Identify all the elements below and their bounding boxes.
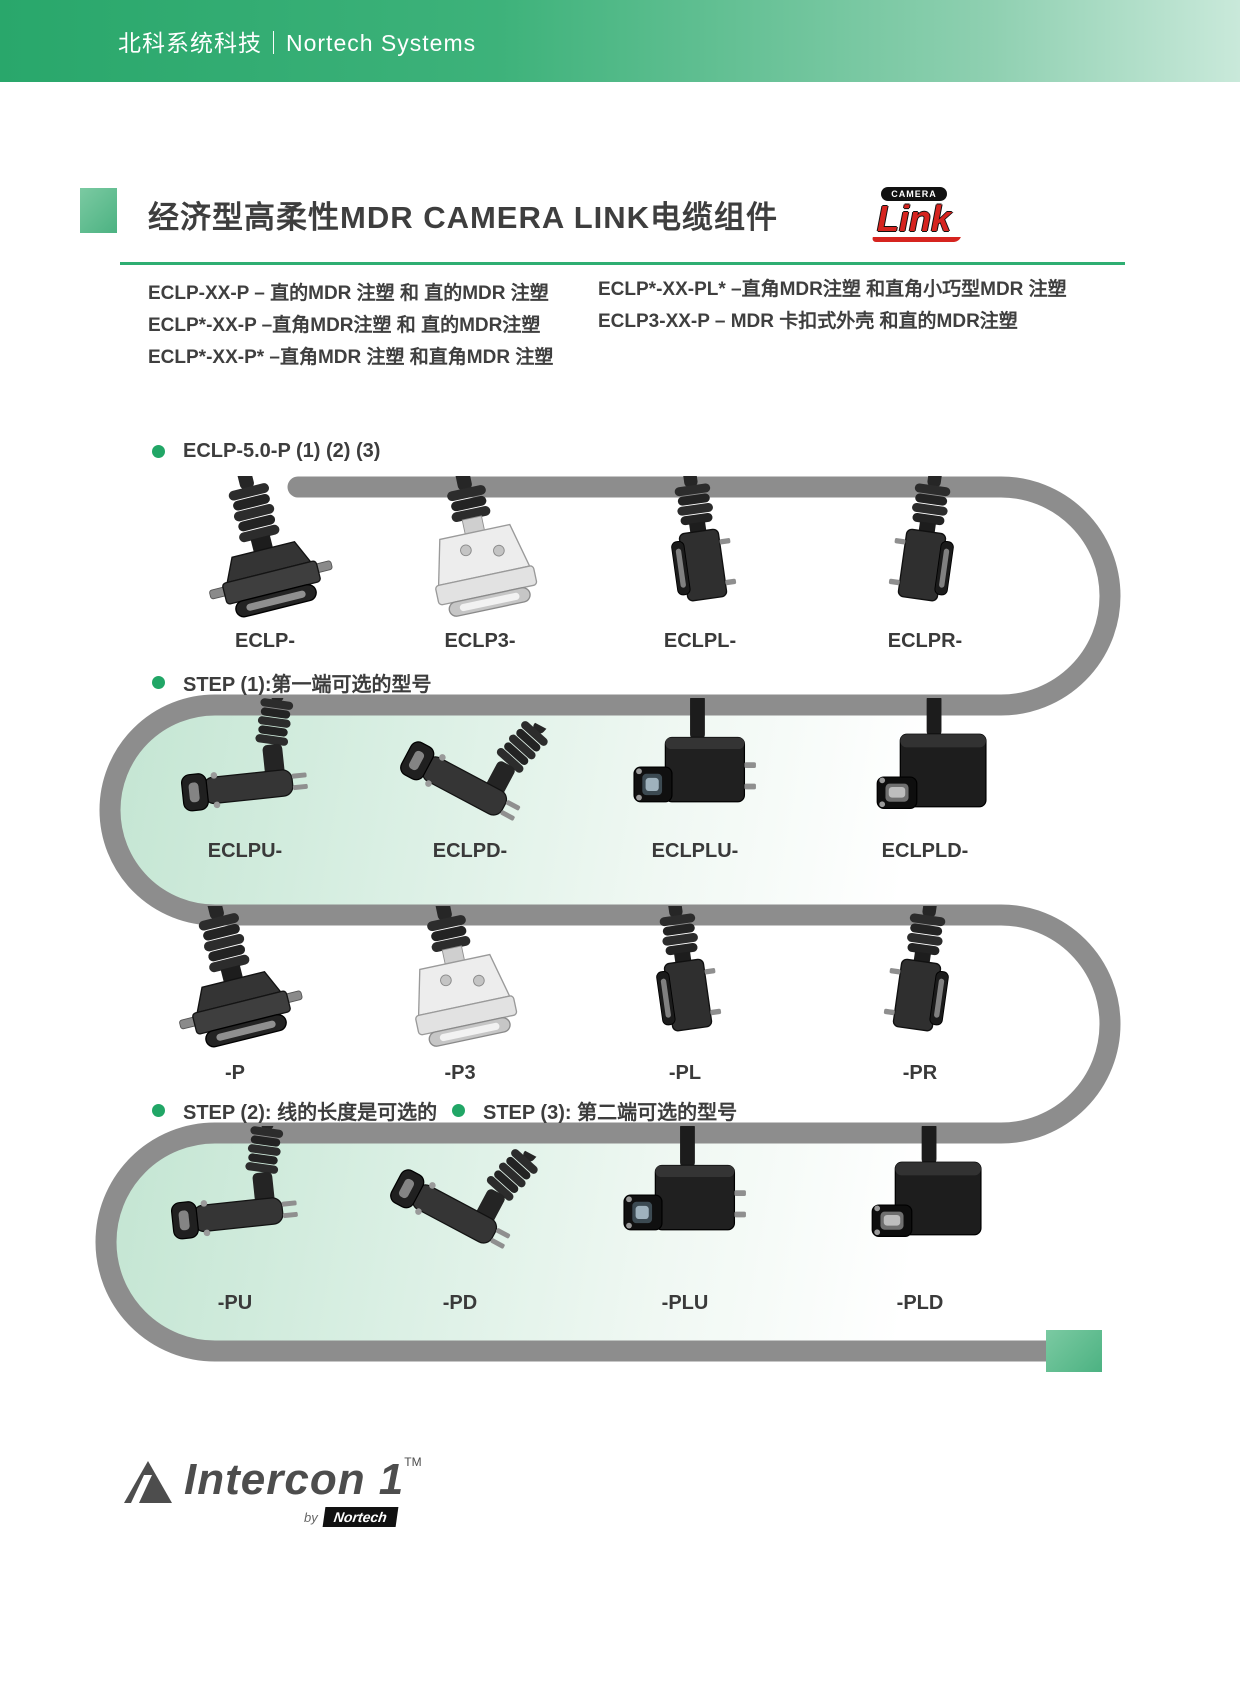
- connector-label: -PLD: [896, 1292, 944, 1314]
- step2-bullet: STEP (2): 线的长度是可选的: [152, 1096, 437, 1125]
- connector-label: ECLPLD-: [881, 840, 969, 862]
- connector-label: ECLPU-: [207, 840, 283, 862]
- step1-bullet: STEP (1):第一端可选的型号: [152, 668, 432, 697]
- connector-label: -PLU: [661, 1292, 709, 1314]
- connector-label: -PD: [442, 1292, 478, 1314]
- connector-image-pr: [820, 906, 1020, 1058]
- connector-image-pl: [585, 906, 785, 1058]
- connector-image-p3: [360, 906, 560, 1058]
- title-underline: [120, 262, 1125, 265]
- connector-image-eclp: [165, 476, 365, 628]
- connector-image-eclplu: [595, 698, 795, 838]
- connector-image-pu: [135, 1126, 335, 1266]
- bullet-dot-icon: [452, 1104, 465, 1117]
- company-brand-text: 北科系统科技｜Nortech Systems: [118, 30, 477, 56]
- description-line: ECLP-XX-P – 直的MDR 注塑 和 直的MDR 注塑: [148, 283, 549, 304]
- byline-nortech-text: Nortech: [322, 1507, 399, 1527]
- step2-bullet-text: STEP (2): 线的长度是可选的: [183, 1102, 438, 1124]
- step3-bullet: STEP (3): 第二端可选的型号: [452, 1096, 737, 1125]
- connector-image-p: [135, 906, 335, 1058]
- intercon-triangle-icon: [124, 1461, 172, 1503]
- intercon-logo: Intercon 1TM by Nortech: [122, 1455, 422, 1527]
- connector-label: ECLPLU-: [651, 840, 739, 862]
- connector-label: -PU: [217, 1292, 253, 1314]
- connector-label: ECLPR-: [887, 630, 963, 652]
- camera-link-logo-swoosh: [871, 237, 961, 243]
- page-title: 经济型高柔性MDR CAMERA LINK电缆组件: [148, 200, 779, 235]
- connector-image-eclpr: [825, 476, 1025, 628]
- trademark-symbol: TM: [404, 1455, 422, 1469]
- description-line: ECLP3-XX-P – MDR 卡扣式外壳 和直的MDR注塑: [598, 311, 1018, 332]
- model-bullet: ECLP-5.0-P (1) (2) (3): [152, 440, 380, 463]
- bullet-dot-icon: [152, 1104, 165, 1117]
- intercon-brand-text: Intercon 1: [184, 1455, 405, 1504]
- camera-link-logo-top: CAMERA: [881, 187, 947, 201]
- connector-label: ECLPL-: [663, 630, 737, 652]
- connector-label: ECLP3-: [444, 630, 516, 652]
- camera-link-logo: CAMERA Link: [862, 184, 966, 243]
- connector-label: -PR: [902, 1062, 938, 1084]
- connector-image-eclp3: [380, 476, 580, 628]
- description-line: ECLP*-XX-P –直角MDR注塑 和 直的MDR注塑: [148, 315, 541, 336]
- connector-label: ECLPD-: [432, 840, 508, 862]
- connector-label: -PL: [668, 1062, 702, 1084]
- connector-image-eclpl: [600, 476, 800, 628]
- intercon-byline: by Nortech: [304, 1507, 422, 1527]
- byline-by-text: by: [304, 1509, 318, 1525]
- bullet-dot-icon: [152, 676, 165, 689]
- connector-image-eclpld: [825, 698, 1025, 838]
- title-accent-square: [80, 188, 117, 233]
- connector-image-plu: [585, 1126, 785, 1266]
- top-banner: 北科系统科技｜Nortech Systems: [0, 0, 1240, 82]
- connector-image-pd: [360, 1126, 560, 1266]
- connector-image-pld: [820, 1126, 1020, 1266]
- description-column-left: ECLP-XX-P – 直的MDR 注塑 和 直的MDR 注塑 ECLP*-XX…: [148, 278, 553, 374]
- description-line: ECLP*-XX-PL* –直角MDR注塑 和直角小巧型MDR 注塑: [598, 279, 1067, 300]
- connector-image-eclpu: [145, 698, 345, 838]
- camera-link-logo-main: Link: [876, 198, 951, 239]
- connector-label: -P3: [444, 1062, 476, 1084]
- description-line: ECLP*-XX-P* –直角MDR 注塑 和直角MDR 注塑: [148, 347, 554, 368]
- step1-bullet-text: STEP (1):第一端可选的型号: [183, 674, 432, 696]
- bullet-dot-icon: [152, 445, 165, 458]
- cable-end-square: [1046, 1330, 1102, 1372]
- step3-bullet-text: STEP (3): 第二端可选的型号: [483, 1102, 738, 1124]
- description-column-right: ECLP*-XX-PL* –直角MDR注塑 和直角小巧型MDR 注塑 ECLP3…: [598, 274, 1067, 338]
- model-bullet-text: ECLP-5.0-P (1) (2) (3): [183, 440, 381, 462]
- connector-image-eclpd: [370, 698, 570, 838]
- connector-label: ECLP-: [235, 630, 295, 652]
- connector-label: -P: [225, 1062, 245, 1084]
